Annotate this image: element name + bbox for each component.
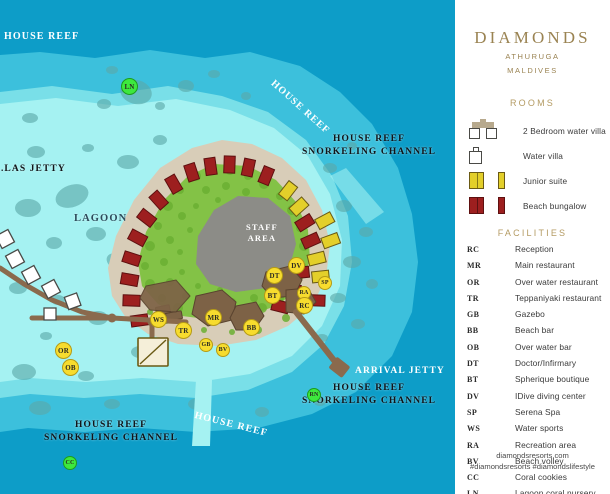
footer-block: diamondsresorts.com #diamondsresorts #di…	[455, 450, 610, 472]
legend-room-label: Water villa	[523, 150, 564, 161]
island-map[interactable]: HOUSE REEF HOUSE REEF HOUSE REEF SNORKEL…	[0, 0, 455, 494]
water-villas	[0, 228, 82, 321]
legend-facility-WS: WS Water sports	[455, 423, 610, 439]
map-canvas	[0, 50, 418, 446]
facility-name: Main restaurant	[515, 260, 575, 271]
poi-marker-BB[interactable]: BB	[243, 319, 260, 336]
poi-marker-RN[interactable]: RN	[307, 388, 321, 402]
legend-room-label: 2 Bedroom water villa	[523, 125, 606, 136]
facility-name: Serena Spa	[515, 406, 561, 417]
legend-room-water-villa: Water villa	[455, 143, 610, 168]
legend-facility-TR: TR Teppaniyaki restaurant	[455, 293, 610, 309]
legend-facility-OR: OR Over water restaurant	[455, 277, 610, 293]
facility-code: TR	[467, 293, 479, 303]
poi-marker-SP[interactable]: SP	[318, 276, 332, 290]
facility-code: RC	[467, 245, 480, 254]
facility-code: MR	[467, 261, 482, 271]
legend-facility-GB: GB Gazebo	[455, 309, 610, 325]
rooms-section-title: ROOMS	[509, 98, 555, 108]
legend-facility-RA: RA Recreation area	[455, 440, 610, 456]
poi-marker-OR[interactable]: OR	[55, 342, 72, 359]
facility-code: LN	[467, 489, 479, 494]
facility-name: Over water restaurant	[515, 276, 599, 287]
poi-marker-BV[interactable]: BV	[216, 343, 230, 357]
facility-code: BB	[467, 326, 479, 336]
facility-name: Beach volley	[515, 455, 564, 466]
junior-suites	[277, 179, 342, 284]
legend-facility-MR: MR Main restaurant	[455, 260, 610, 276]
brand-location: ATHURUGA	[505, 52, 560, 61]
legend-facility-RC: RC Reception	[455, 244, 610, 260]
facility-name: Water sports	[515, 423, 564, 434]
facility-name: Gazebo	[515, 309, 545, 320]
facility-code: BV	[467, 456, 479, 466]
poi-marker-BT[interactable]: BT	[264, 287, 281, 304]
legend-room-two-bedroom-water-villa: 2 Bedroom water villa	[455, 118, 610, 143]
legend-facility-LN: LN Lagoon coral nursery	[455, 488, 610, 494]
facility-code: GB	[467, 310, 480, 320]
poi-marker-TR[interactable]: TR	[175, 322, 192, 339]
facility-code: RA	[467, 440, 480, 450]
legend-room-label: Beach bungalow	[523, 200, 587, 211]
poi-marker-CC[interactable]: CC	[63, 456, 77, 470]
legend-facility-DT: DT Doctor/Infirmary	[455, 358, 610, 374]
legend-facility-BV: BV Beach volley	[455, 456, 610, 472]
facility-name: Doctor/Infirmary	[515, 358, 577, 369]
facility-code: DT	[467, 359, 479, 369]
facility-code: CC	[467, 473, 480, 483]
facility-name: IDive diving center	[515, 390, 586, 401]
legend-room-junior-suite: Junior suite	[455, 168, 610, 193]
facility-name: Over water bar	[515, 341, 572, 352]
poi-marker-WS[interactable]: WS	[150, 311, 167, 328]
brand-country: MALDIVES	[507, 66, 558, 75]
snorkeling-channel-gap-south	[192, 380, 212, 446]
poi-marker-DT[interactable]: DT	[266, 267, 283, 284]
facility-name: Spherique boutique	[515, 374, 590, 385]
facility-code: WS	[467, 424, 481, 434]
facilities-section-title: FACILITIES	[497, 228, 568, 238]
poi-marker-DV[interactable]: DV	[288, 257, 305, 274]
snorkeling-channel-gap-east	[330, 168, 384, 224]
facility-name: Recreation area	[515, 439, 577, 450]
brand-name: DIAMONDS	[474, 28, 591, 47]
facility-name: Lagoon coral nursery	[515, 488, 596, 494]
two-bedroom-water-villa-icon	[463, 119, 523, 142]
junior-suite-icon	[463, 169, 523, 192]
legend-facility-BT: BT Spherique boutique	[455, 374, 610, 390]
legend-facility-SP: SP Serena Spa	[455, 407, 610, 423]
facility-name: Coral cookies	[515, 472, 568, 483]
poi-marker-GB[interactable]: GB	[199, 338, 213, 352]
social-hashtags: #diamondsresorts #diamondslifestyle	[470, 462, 595, 471]
beach-bungalow-icon	[463, 194, 523, 217]
platform-divider	[139, 339, 167, 365]
facility-name: Beach bar	[515, 325, 555, 336]
poi-marker-RC[interactable]: RC	[296, 297, 313, 314]
legend-facility-DV: DV IDive diving center	[455, 391, 610, 407]
legend-room-label: Junior suite	[523, 175, 568, 186]
facility-name: Reception	[515, 244, 554, 254]
facility-code: DV	[467, 391, 480, 401]
water-villa-icon	[463, 144, 523, 167]
facilities-legend-list: RC Reception MR Main restaurant OR Over …	[455, 244, 610, 494]
facility-code: OB	[467, 342, 480, 352]
rooms-legend-list: 2 Bedroom water villa Water villa Junior…	[455, 118, 610, 218]
facility-code: OR	[467, 277, 480, 287]
poi-marker-OB[interactable]: OB	[62, 359, 79, 376]
legend-panel: DIAMONDS ATHURUGA MALDIVES ROOMS 2 Bedro…	[455, 0, 610, 494]
website-link[interactable]: diamondsresorts.com	[496, 451, 569, 460]
facility-name: Teppaniyaki restaurant	[515, 292, 602, 303]
legend-facility-OB: OB Over water bar	[455, 342, 610, 358]
legend-room-beach-bungalow: Beach bungalow	[455, 193, 610, 218]
poi-marker-LN[interactable]: LN	[121, 78, 138, 95]
facility-code: BT	[467, 375, 479, 385]
facility-code: SP	[467, 407, 478, 417]
legend-facility-CC: CC Coral cookies	[455, 472, 610, 488]
legend-facility-BB: BB Beach bar	[455, 325, 610, 341]
poi-marker-MR[interactable]: MR	[205, 309, 222, 326]
